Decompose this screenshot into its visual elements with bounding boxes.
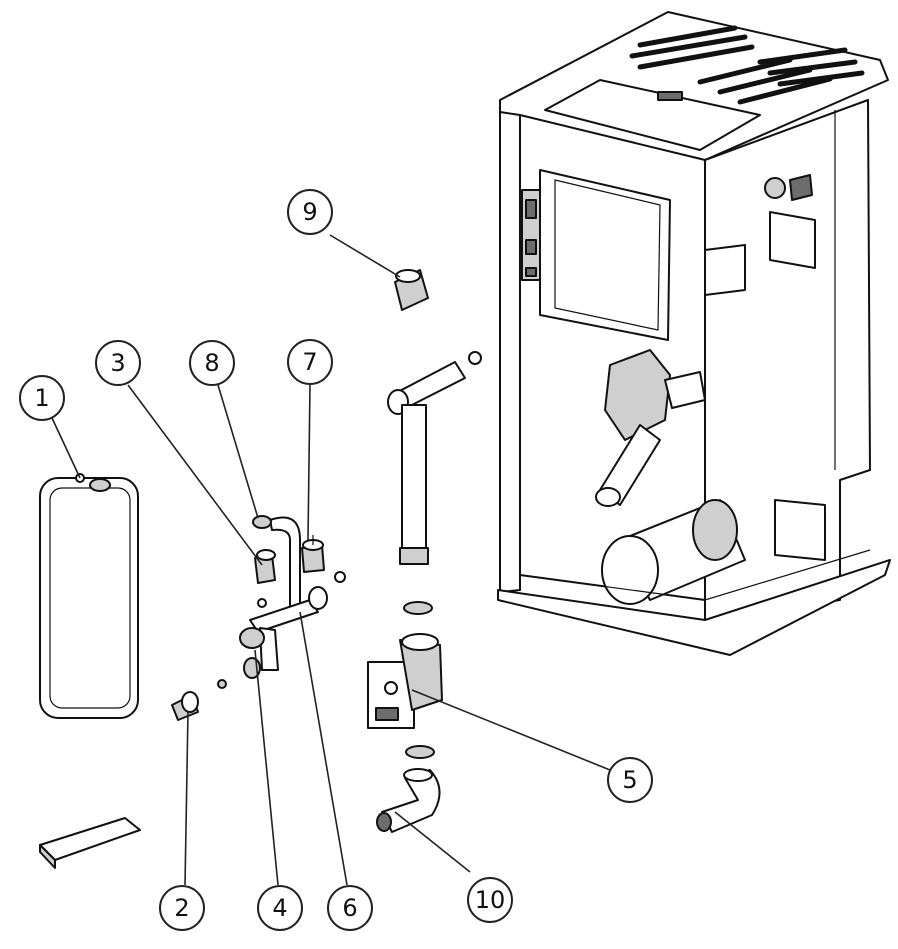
callout-2: 2 — [159, 885, 205, 931]
callout-10: 10 — [467, 877, 513, 923]
callout-5: 5 — [607, 757, 653, 803]
callout-1: 1 — [19, 375, 65, 421]
callout-6: 6 — [327, 885, 373, 931]
callout-7-label: 7 — [302, 348, 317, 376]
callout-9: 9 — [287, 189, 333, 235]
leader-lines — [51, 234, 611, 886]
callout-3-label: 3 — [110, 349, 125, 377]
manifold-assembly — [239, 515, 346, 679]
callout-4-label: 4 — [272, 894, 287, 922]
part-elbow-fitting — [376, 768, 441, 833]
callout-8-label: 8 — [204, 349, 219, 377]
stove-housing — [497, 11, 891, 656]
callout-8: 8 — [189, 340, 235, 386]
top-vent-grille — [629, 25, 865, 105]
gasket-upper — [403, 601, 433, 615]
part-circulation-pump — [367, 633, 443, 729]
callout-3: 3 — [95, 340, 141, 386]
gasket-lower — [405, 745, 435, 759]
riser-pipe — [387, 351, 482, 565]
callout-1-label: 1 — [34, 384, 49, 412]
callout-6-label: 6 — [342, 894, 357, 922]
mounting-bracket — [39, 817, 141, 869]
callout-2-label: 2 — [174, 894, 189, 922]
callout-4: 4 — [257, 885, 303, 931]
part-drain-valve — [171, 691, 199, 721]
callout-10-label: 10 — [475, 886, 506, 914]
part-air-vent — [394, 269, 429, 311]
part-expansion-tank — [39, 473, 139, 719]
callout-9-label: 9 — [302, 198, 317, 226]
callout-5-label: 5 — [622, 766, 637, 794]
callout-7: 7 — [287, 339, 333, 385]
small-washer — [217, 679, 227, 689]
